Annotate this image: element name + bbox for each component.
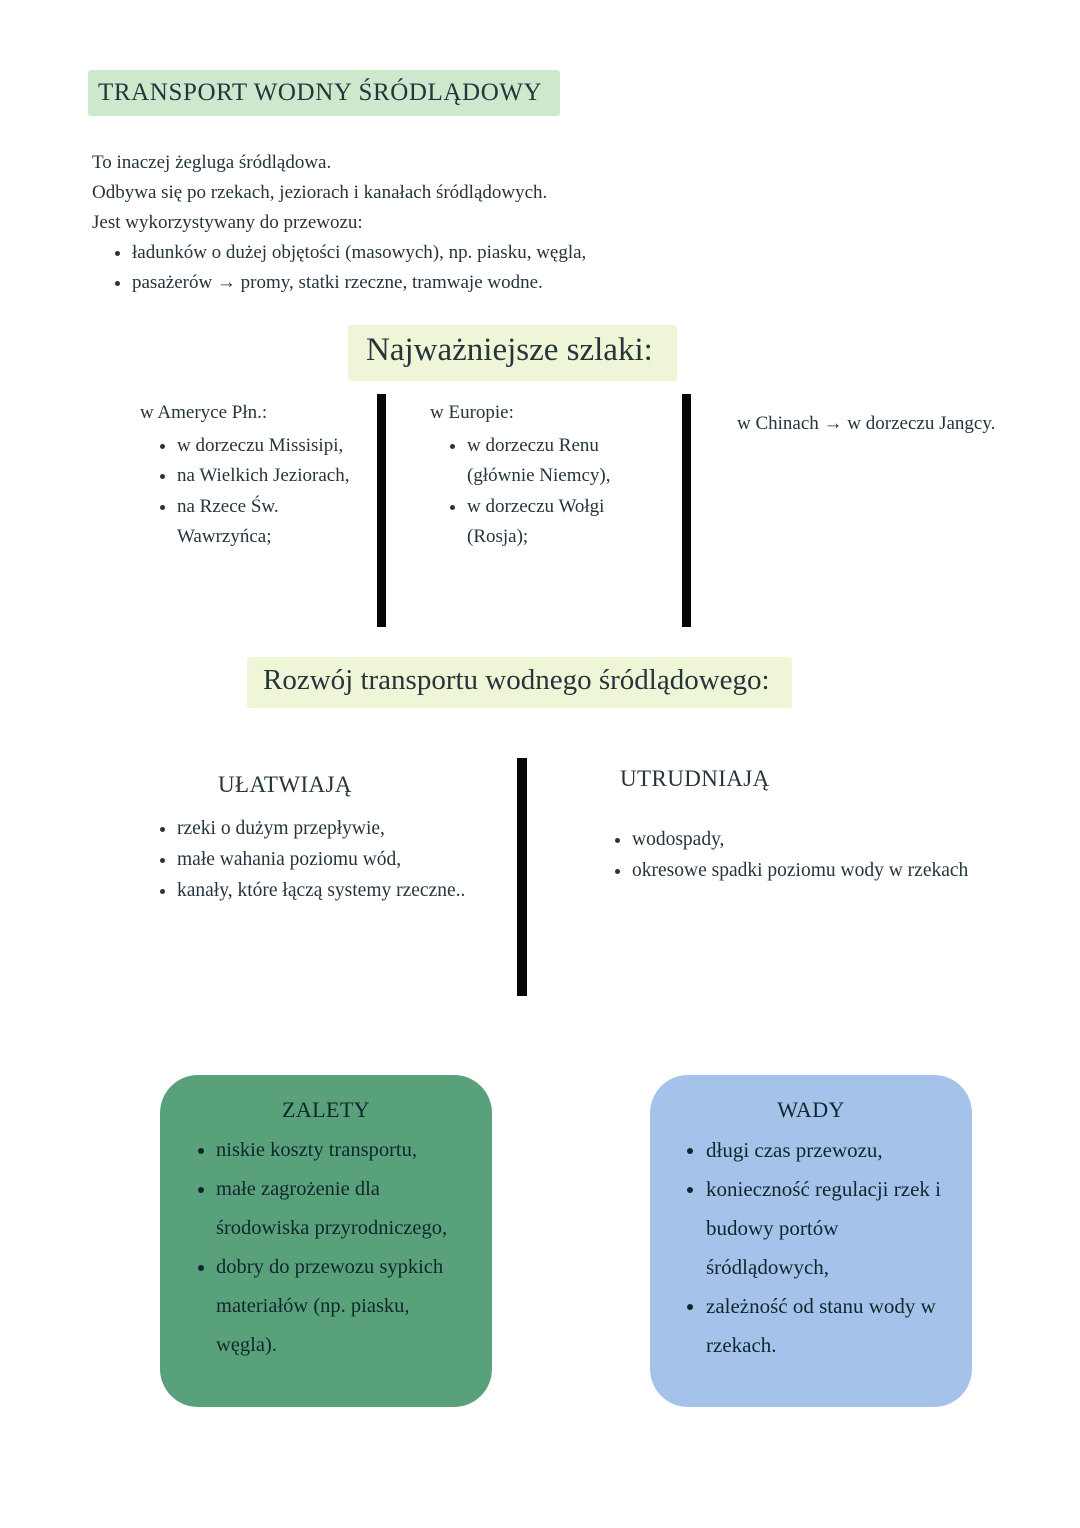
intro-section: To inaczej żegluga śródlądowa. Odbywa si…: [92, 148, 812, 298]
development-section-heading: Rozwój transportu wodnego śródlądowego:: [247, 657, 792, 708]
facilitate-item: kanały, które łączą systemy rzeczne..: [177, 875, 537, 906]
routes-column-title: w Ameryce Płn.:: [140, 402, 268, 423]
routes-europe-list: w dorzeczu Renu (głównie Niemcy), w dorz…: [430, 431, 658, 553]
facilitate-heading: UŁATWIAJĄ: [218, 772, 352, 797]
hinder-item: wodospady,: [632, 824, 1032, 855]
advantage-item: dobry do przewozu sypkich materiałów (np…: [216, 1248, 466, 1365]
intro-bullet: pasażerów → promy, statki rzeczne, tramw…: [132, 268, 812, 298]
route-item: w dorzeczu Wołgi (Rosja);: [467, 492, 658, 553]
routes-section-heading: Najważniejsze szlaki:: [348, 325, 677, 381]
routes-column-europe: w Europie: w dorzeczu Renu (głównie Niem…: [430, 398, 658, 553]
disadvantages-box: WADY długi czas przewozu, konieczność re…: [650, 1075, 972, 1407]
route-item: na Wielkich Jeziorach,: [177, 461, 352, 492]
routes-column-china: w Chinach → w dorzeczu Jangcy.: [737, 413, 996, 434]
route-item: w dorzeczu Missisipi,: [177, 431, 352, 462]
facilitate-list-wrap: rzeki o dużym przepływie, małe wahania p…: [137, 813, 537, 906]
advantages-box: ZALETY niskie koszty transportu, małe za…: [160, 1075, 492, 1407]
intro-line: Jest wykorzystywany do przewozu:: [92, 212, 363, 233]
facilitate-list: rzeki o dużym przepływie, małe wahania p…: [137, 813, 537, 906]
facilitate-item: rzeki o dużym przepływie,: [177, 813, 537, 844]
disadvantage-item: długi czas przewozu,: [706, 1131, 946, 1170]
intro-bullet: ładunków o dużej objętości (masowych), n…: [132, 238, 812, 268]
advantages-list: niskie koszty transportu, małe zagrożeni…: [186, 1131, 466, 1365]
hinder-heading: UTRUDNIAJĄ: [620, 766, 770, 791]
disadvantage-item: konieczność regulacji rzek i budowy port…: [706, 1170, 946, 1287]
divider-bar: [682, 394, 691, 627]
intro-line: To inaczej żegluga śródlądowa.: [92, 152, 332, 173]
advantage-item: niskie koszty transportu,: [216, 1131, 466, 1170]
routes-column-america: w Ameryce Płn.: w dorzeczu Missisipi, na…: [140, 398, 352, 553]
hinder-list-wrap: wodospady, okresowe spadki poziomu wody …: [592, 824, 1032, 886]
routes-column-title: w Europie:: [430, 402, 514, 423]
intro-bullet-list: ładunków o dużej objętości (masowych), n…: [92, 238, 812, 298]
advantages-title: ZALETY: [282, 1097, 370, 1122]
disadvantage-item: zależność od stanu wody w rzekach.: [706, 1287, 946, 1365]
hinder-item: okresowe spadki poziomu wody w rzekach: [632, 855, 1032, 886]
page-title: TRANSPORT WODNY ŚRÓDLĄDOWY: [88, 70, 561, 116]
routes-america-list: w dorzeczu Missisipi, na Wielkich Jezior…: [140, 431, 352, 553]
divider-bar: [377, 394, 386, 627]
facilitate-item: małe wahania poziomu wód,: [177, 844, 537, 875]
disadvantages-list: długi czas przewozu, konieczność regulac…: [676, 1131, 946, 1365]
route-item: na Rzece Św. Wawrzyńca;: [177, 492, 352, 553]
disadvantages-title: WADY: [777, 1097, 845, 1122]
intro-line: Odbywa się po rzekach, jeziorach i kanał…: [92, 182, 548, 203]
divider-bar: [517, 758, 527, 996]
advantage-item: małe zagrożenie dla środowiska przyrodni…: [216, 1170, 466, 1248]
route-item: w dorzeczu Renu (głównie Niemcy),: [467, 431, 658, 492]
hinder-list: wodospady, okresowe spadki poziomu wody …: [592, 824, 1032, 886]
